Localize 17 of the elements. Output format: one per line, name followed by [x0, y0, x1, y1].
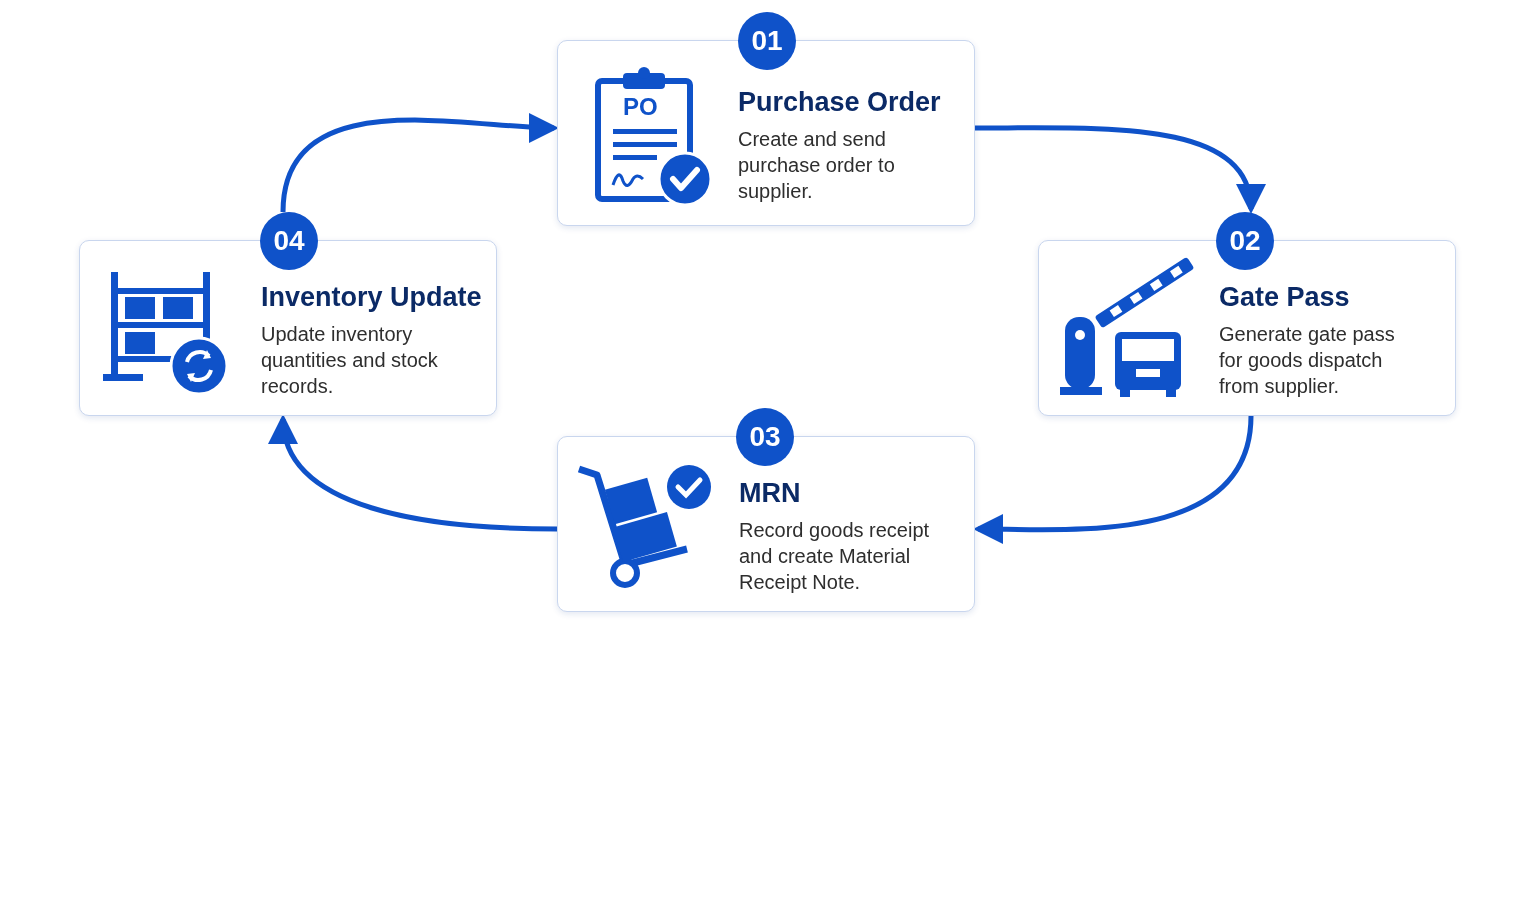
curved-arrow [975, 125, 1263, 214]
curved-arrow [271, 414, 558, 532]
step-description: Record goods receipt and create Material Receipt Note. [739, 518, 931, 595]
step-title: Purchase Order [738, 87, 941, 118]
step-title: Inventory Update [261, 282, 482, 313]
step-title: MRN [739, 478, 801, 509]
curved-arrow [973, 415, 1254, 545]
po-label: PO [623, 93, 658, 121]
step-description: Generate gate pass for goods dispatch from supplier. [1219, 322, 1396, 399]
step-description: Create and send purchase order to supplier. [738, 127, 896, 204]
step-title: Gate Pass [1219, 282, 1350, 313]
curved-arrow [280, 112, 559, 213]
step-number: 03 [736, 408, 794, 466]
step-number: 01 [738, 12, 796, 70]
step-number: 02 [1216, 212, 1274, 270]
step-description: Update inventory quantities and stock records. [261, 322, 439, 399]
step-number: 04 [260, 212, 318, 270]
